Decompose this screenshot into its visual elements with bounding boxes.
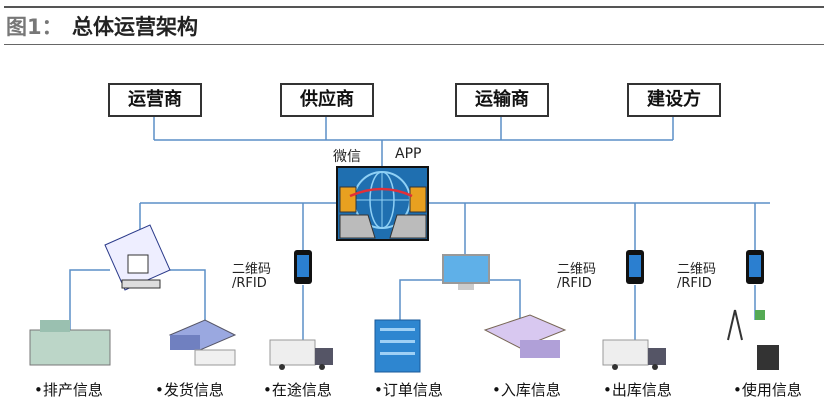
factory-icon: [29, 320, 111, 366]
label-outbound: •出库信息: [603, 381, 672, 399]
rfid-label: /RFID: [677, 276, 712, 291]
qr-label: 二维码: [232, 262, 272, 277]
app-label: APP: [395, 146, 422, 162]
qr-label: 二维码: [677, 262, 717, 277]
node-builder: 建设方: [627, 83, 721, 117]
wechat-label: 微信: [333, 149, 361, 165]
figure-number: 图1：: [6, 15, 63, 39]
phone-icon: [746, 250, 764, 284]
building-icon: [374, 319, 421, 373]
rfid-label: /RFID: [232, 276, 267, 291]
label-production: •排产信息: [34, 381, 103, 399]
title-bar: [4, 6, 824, 45]
monitor-icon: [442, 254, 490, 290]
node-operator: 运营商: [108, 83, 202, 117]
site-tower-icon: [727, 309, 779, 370]
label-order: •订单信息: [374, 381, 443, 399]
figure-title: 总体运营架构: [72, 15, 198, 39]
phone-icon: [294, 250, 312, 284]
label-inbound: •入库信息: [492, 381, 561, 399]
network-exchange-icon: [336, 166, 429, 241]
node-carrier: 运输商: [455, 83, 549, 117]
node-supplier: 供应商: [280, 83, 374, 117]
truck-icon: [602, 339, 666, 370]
phone-icon: [626, 250, 644, 284]
label-shipping: •发货信息: [155, 381, 224, 399]
label-in-transit: •在途信息: [263, 381, 332, 399]
warehouse-equipment-icon: [483, 314, 567, 358]
computer-icon: [104, 224, 171, 291]
qr-label: 二维码: [557, 262, 597, 277]
label-usage: •使用信息: [733, 381, 802, 399]
server-icon: [168, 319, 237, 366]
truck-icon: [269, 339, 333, 370]
rfid-label: /RFID: [557, 276, 592, 291]
